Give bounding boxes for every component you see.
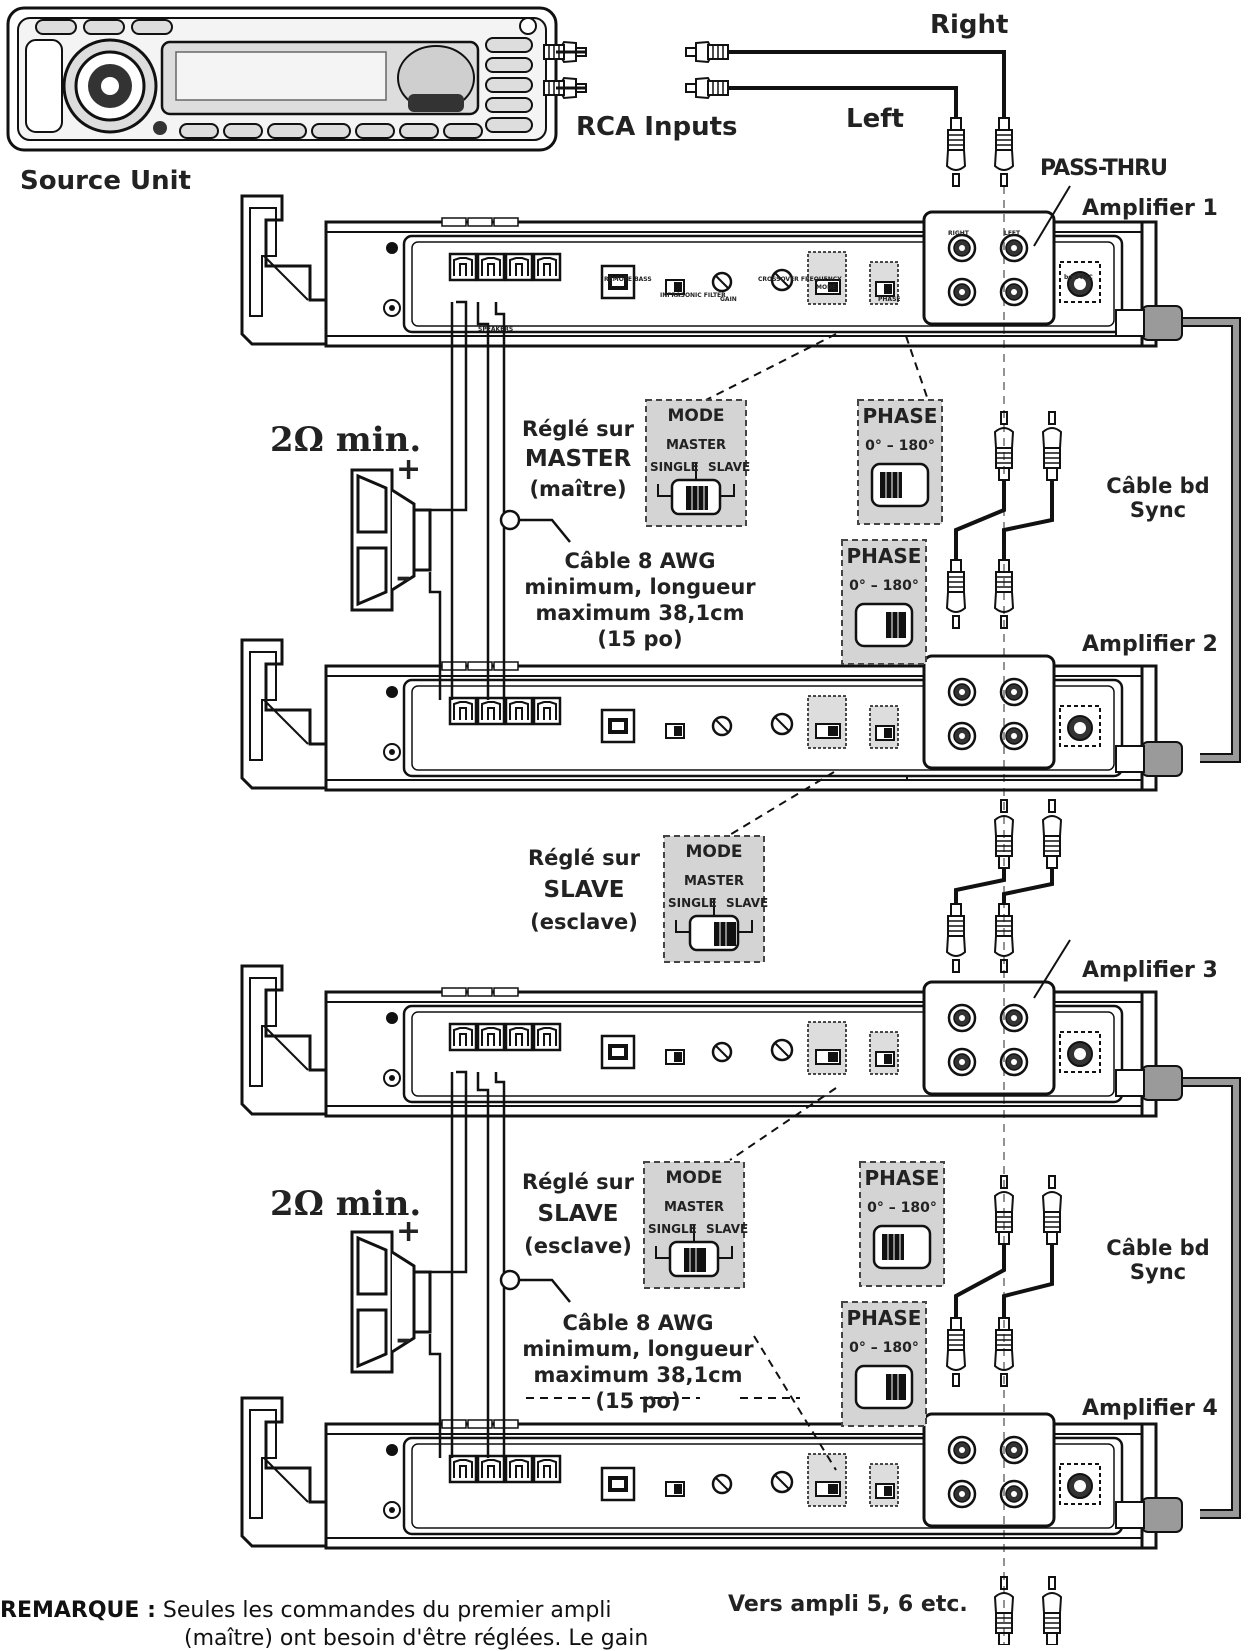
mode-single-3: SINGLE (648, 1222, 697, 1236)
mode-callout-slave-2 (642, 1160, 746, 1290)
amplifier-2-label: Amplifier 2 (1082, 632, 1218, 657)
phase-title-3: PHASE (864, 1166, 940, 1190)
mode-master-3: MASTER (663, 1200, 725, 1215)
phase-title-4: PHASE (846, 1306, 922, 1330)
rca-inputs-label: RCA Inputs (576, 112, 738, 142)
panel-infrasonic: INFRASONIC FILTER (660, 292, 726, 299)
speaker-1-minus: – (396, 560, 411, 595)
panel-remote-bass: REMOTE BASS (604, 276, 652, 283)
mode-title-1: MODE (667, 406, 725, 426)
phase-range-1: 0° – 180° (865, 438, 935, 454)
set-slave-2-line3: (esclave) (524, 1234, 632, 1258)
bd-sync-cables (1115, 305, 1241, 1533)
panel-gain: GAIN (720, 296, 737, 303)
set-slave-label-1: Réglé sur SLAVE (esclave) (524, 842, 644, 938)
set-slave-1-line2: SLAVE (543, 877, 625, 903)
pass-thru-label: PASS-THRU (1040, 156, 1168, 181)
amplifier-3 (242, 966, 1156, 1116)
phase-title-1: PHASE (862, 404, 938, 428)
amplifier-1 (242, 196, 1156, 346)
amplifier-4 (242, 1398, 1156, 1548)
bd-sync-cable-label-2-line1: Câble bd (1106, 1236, 1210, 1260)
set-master-line2: MASTER (524, 446, 632, 472)
phase-range-4: 0° – 180° (849, 1340, 919, 1356)
bd-sync-cable-label-2: Câble bd Sync (1098, 1236, 1218, 1284)
mode-callout-slave-1 (662, 834, 766, 964)
mode-master-2: MASTER (683, 874, 745, 889)
amplifier-4-label: Amplifier 4 (1082, 1396, 1218, 1421)
set-master-line1: Réglé sur (521, 417, 634, 441)
speaker-2-plus: + (396, 1214, 422, 1249)
mode-slave-3: SLAVE (706, 1222, 749, 1236)
impedance-label-2: 2Ω min. (270, 1184, 422, 1224)
phase-range-3: 0° – 180° (867, 1200, 937, 1216)
note-text-1: Seules les commandes du premier ampli (162, 1598, 612, 1623)
note-line-2: (maître) ont besoin d'être réglées. Le g… (184, 1626, 649, 1651)
phase-callout-4 (840, 1300, 928, 1428)
rca-source-cables (543, 41, 1014, 187)
bd-sync-cable-label-1-line1: Câble bd (1106, 474, 1210, 498)
note-line-1: REMARQUE : Seules les commandes du premi… (0, 1598, 612, 1623)
cable-awg-2-line4: (15 po) (595, 1389, 681, 1413)
set-slave-label-2: Réglé sur SLAVE (esclave) (518, 1166, 638, 1262)
panel-mode: MODE (816, 284, 837, 291)
speaker-2-minus: – (396, 1322, 411, 1357)
mode-callout-master (644, 398, 748, 528)
pass-thru-leader (1033, 185, 1071, 247)
phase-range-2: 0° – 180° (849, 578, 919, 594)
panel-phase: PHASE (878, 296, 901, 303)
source-unit (6, 6, 558, 152)
mode-title-2: MODE (685, 842, 743, 862)
left-channel-label: Left (846, 104, 904, 134)
cable-awg-1-line4: (15 po) (597, 627, 683, 651)
bd-sync-cable-label-2-line2: Sync (1129, 1260, 1187, 1284)
set-slave-1-line3: (esclave) (530, 910, 638, 934)
panel-right: RIGHT (948, 230, 969, 237)
set-slave-2-line1: Réglé sur (521, 1170, 634, 1194)
set-master-label: Réglé sur MASTER (maître) (518, 414, 638, 504)
panel-left: LEFT (1004, 230, 1021, 237)
set-master-line3: (maître) (529, 477, 627, 501)
set-slave-1-line1: Réglé sur (527, 846, 640, 870)
mode-single-1: SINGLE (650, 460, 699, 474)
mode-slave-1: SLAVE (708, 460, 751, 474)
amplifier-3-label: Amplifier 3 (1082, 958, 1218, 983)
cable-awg-label-2: Câble 8 AWG minimum, longueur maximum 38… (518, 1310, 758, 1414)
cable-awg-2-line2: minimum, longueur (522, 1337, 754, 1361)
rca-pass-thru-cables (946, 186, 1062, 1645)
mode-slave-2: SLAVE (726, 896, 769, 910)
cable-awg-1-line2: minimum, longueur (524, 575, 756, 599)
amplifier-2 (242, 640, 1156, 790)
panel-speakers: SPEAKERS (478, 326, 514, 333)
phase-callout-2 (840, 538, 928, 666)
amp3-leader (1033, 939, 1071, 999)
speaker-1-plus: + (396, 452, 422, 487)
cable-awg-1-line1: Câble 8 AWG (564, 549, 716, 573)
panel-bd-sync: bd SYNC (1064, 274, 1093, 281)
impedance-label-1: 2Ω min. (270, 420, 422, 460)
source-unit-label: Source Unit (20, 166, 191, 196)
right-channel-label: Right (930, 10, 1009, 40)
note-label: REMARQUE : (0, 1598, 156, 1623)
bd-sync-cable-label-1-line2: Sync (1129, 498, 1187, 522)
speaker-2 (350, 1230, 432, 1374)
cable-awg-2-line1: Câble 8 AWG (562, 1311, 714, 1335)
mode-master-1: MASTER (665, 438, 727, 453)
callout-pointers (526, 333, 929, 1471)
speaker-1 (350, 468, 432, 612)
cable-awg-1-line3: maximum 38,1cm (535, 601, 745, 625)
phase-title-2: PHASE (846, 544, 922, 568)
panel-crossover: CROSSOVER FREQUENCY (758, 276, 842, 283)
cable-awg-2-line3: maximum 38,1cm (533, 1363, 743, 1387)
bd-sync-cable-label-1: Câble bd Sync (1098, 474, 1218, 522)
cable-awg-label-1: Câble 8 AWG minimum, longueur maximum 38… (520, 548, 760, 652)
speaker-wires-1 (428, 300, 571, 700)
mode-title-3: MODE (665, 1168, 723, 1188)
speaker-wires-2 (428, 1070, 571, 1458)
set-slave-2-line2: SLAVE (537, 1201, 619, 1227)
mode-single-2: SINGLE (668, 896, 717, 910)
vers-ampli-label: Vers ampli 5, 6 etc. (728, 1592, 968, 1617)
amplifier-1-label: Amplifier 1 (1082, 196, 1218, 221)
